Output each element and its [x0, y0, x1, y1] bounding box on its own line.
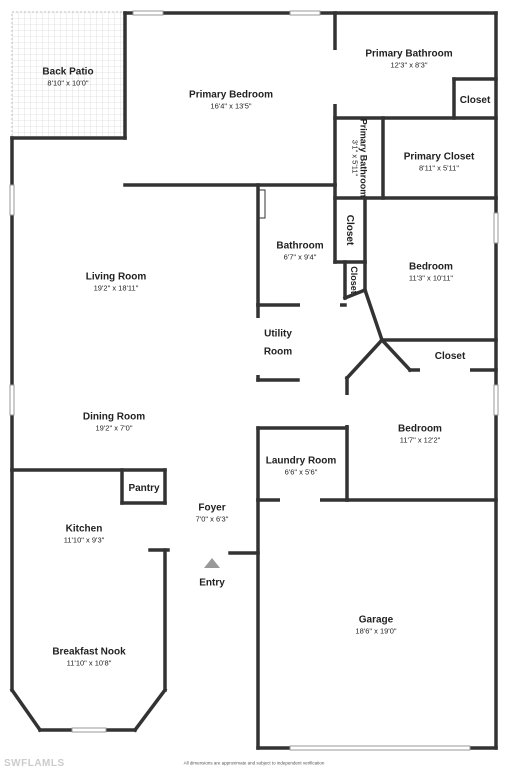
breakfast-nook-label: Breakfast Nook 11'10" x 10'8" [52, 646, 126, 668]
bedroom-1-label: Bedroom 11'3" x 10'11" [408, 261, 454, 283]
primary-bathroom-small-label: Primary Bathroom 3'1" x 5'11" [350, 118, 369, 198]
garage-label: Garage 18'6" x 19'0" [355, 614, 397, 636]
primary-bathroom-label: Primary Bathroom 12'3" x 8'3" [365, 48, 453, 70]
pantry-label: Pantry [128, 482, 160, 494]
door-openings [122, 50, 470, 503]
bathroom-label: Bathroom 6'7" x 9'4" [276, 240, 324, 262]
disclaimer: All dimensions are approximate and subje… [183, 760, 325, 766]
back-patio-label: Back Patio 8'10" x 10'0" [42, 66, 94, 88]
bedroom-2-label: Bedroom 11'7" x 12'2" [398, 423, 442, 445]
primary-closet-label: Primary Closet 8'11" x 5'11" [403, 151, 475, 173]
entry-arrow-icon [204, 558, 220, 568]
watermark: SWFLAMLS [4, 758, 65, 769]
living-room-label: Living Room 19'2" x 18'11" [85, 271, 147, 293]
back-patio-area [11, 11, 125, 139]
dining-room-label: Dining Room 19'2" x 7'0" [82, 411, 146, 433]
windows [9, 10, 499, 751]
closet-c-label: Closet [434, 350, 466, 362]
closet-a-label: Closet [344, 214, 356, 246]
closet-b-label: Closet [349, 266, 360, 294]
entry-label: Entry [199, 577, 225, 589]
foyer-label: Foyer 7'0" x 6'3" [195, 502, 229, 524]
utility-room-label: Utility Room [263, 328, 293, 358]
laundry-room-label: Laundry Room 6'6" x 5'6" [265, 455, 337, 477]
kitchen-label: Kitchen 11'10" x 9'3" [63, 523, 105, 545]
walls [9, 11, 498, 750]
closet-primary-bath-label: Closet [459, 94, 491, 106]
primary-bedroom-label: Primary Bedroom 16'4" x 13'5" [189, 89, 273, 111]
vent-marker [257, 189, 266, 219]
